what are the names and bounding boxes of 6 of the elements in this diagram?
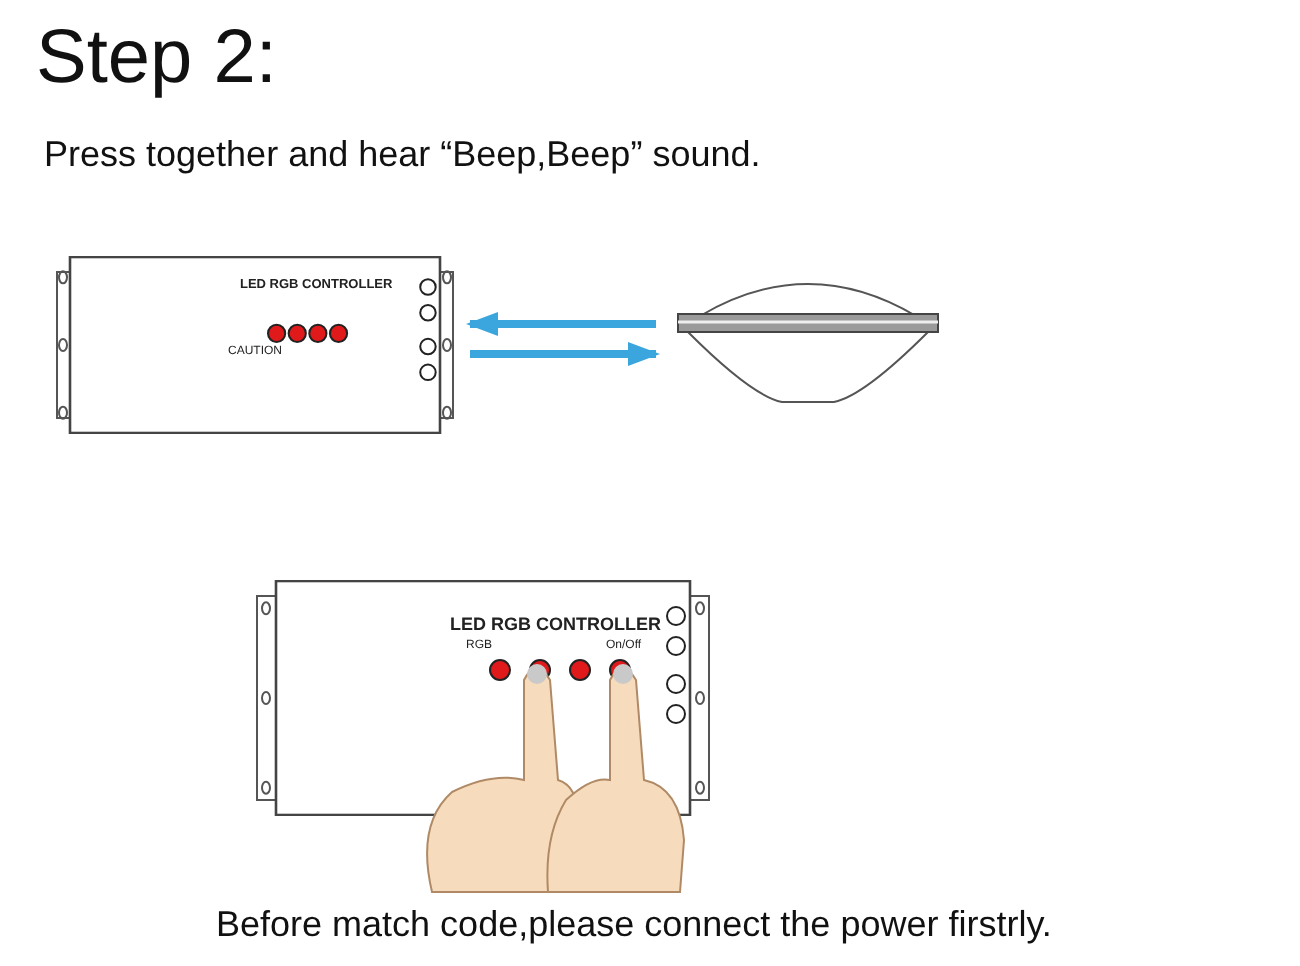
note-text: Before match code,please connect the power firstrly. [216,906,1052,942]
device-name-label: LED RGB CONTROLLER [450,616,661,634]
arrow [466,312,656,336]
step-heading: Step 2: [36,20,277,96]
arrow [470,342,660,366]
instruction-text: Press together and hear “Beep,Beep” sound. [44,136,761,172]
